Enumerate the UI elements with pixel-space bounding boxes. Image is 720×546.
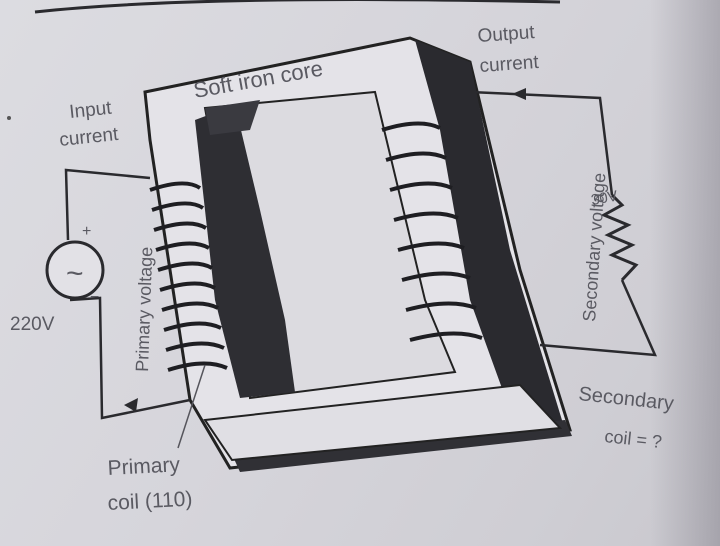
core-right-limb bbox=[415, 40, 565, 438]
core-top-edge bbox=[205, 100, 260, 135]
primary-coil bbox=[149, 181, 228, 372]
ac-symbol: ~ bbox=[66, 257, 84, 290]
primary-coil-label-line1: Primary bbox=[107, 453, 181, 480]
page-top-line bbox=[34, 0, 561, 14]
primary-coil-pointer bbox=[177, 364, 206, 449]
secondary-coil-label-line2: coil = ? bbox=[604, 426, 663, 452]
minus-sign: − bbox=[90, 289, 99, 306]
margin-dot bbox=[7, 116, 11, 120]
load-resistor bbox=[600, 193, 639, 282]
primary-voltage-label: Primary voltage bbox=[132, 246, 156, 372]
plus-sign: + bbox=[82, 223, 91, 240]
input-current-label-line2: current bbox=[58, 124, 120, 151]
secondary-coil-label-line1: Secondary bbox=[577, 383, 674, 415]
primary-circuit bbox=[64, 168, 191, 420]
soft-iron-core bbox=[143, 36, 572, 472]
primary-coil-label-line2: coil (110) bbox=[107, 488, 193, 515]
output-current-label-line1: Output bbox=[477, 22, 536, 47]
core-left-limb bbox=[195, 105, 295, 398]
secondary-coil bbox=[381, 121, 483, 342]
source-voltage-label: 220V bbox=[10, 314, 55, 335]
primary-current-arrow bbox=[124, 398, 138, 412]
page-shadow bbox=[650, 0, 720, 546]
secondary-current-arrow bbox=[512, 88, 526, 100]
output-current-label-line2: current bbox=[479, 52, 540, 77]
ac-source: ~ bbox=[45, 240, 105, 300]
ac-source-circle bbox=[45, 240, 105, 300]
load-voltage-label: 30V bbox=[590, 188, 619, 209]
input-current-label-line1: Input bbox=[68, 98, 113, 123]
core-bottom-face bbox=[203, 383, 563, 462]
